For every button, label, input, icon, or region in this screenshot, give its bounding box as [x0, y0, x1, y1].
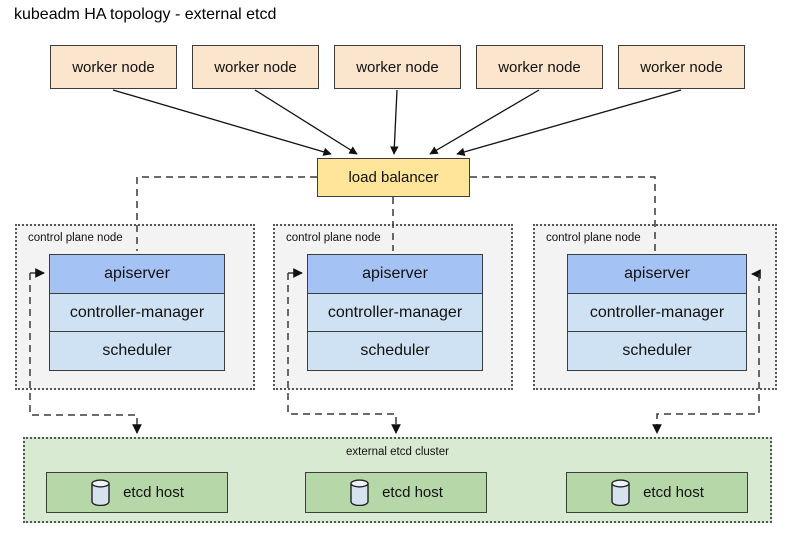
load-balancer-box: load balancer [317, 158, 470, 197]
control-plane-box-1: control plane node apiserver controller-… [15, 224, 255, 390]
worker-node-label: worker node [356, 58, 439, 76]
database-icon [611, 479, 630, 506]
worker-node-label: worker node [498, 58, 581, 76]
scheduler-box: scheduler [49, 331, 225, 371]
worker-node-box-1: worker node [50, 45, 177, 89]
controller-manager-box: controller-manager [567, 292, 747, 333]
controller-manager-box: controller-manager [49, 292, 225, 333]
scheduler-box: scheduler [307, 331, 483, 371]
scheduler-box: scheduler [567, 331, 747, 371]
control-plane-label: control plane node [286, 232, 381, 244]
database-icon [91, 479, 110, 506]
controller-manager-box: controller-manager [307, 292, 483, 333]
etcd-host-label: etcd host [123, 484, 184, 501]
control-plane-stack: apiserver controller-manager scheduler [49, 254, 225, 371]
etcd-host-label: etcd host [382, 484, 443, 501]
worker-node-box-3: worker node [334, 45, 461, 89]
page-title: kubeadm HA topology - external etcd [14, 6, 277, 23]
worker-to-lb-arrows [112, 89, 682, 156]
worker-node-label: worker node [214, 58, 297, 76]
etcd-cluster-label: external etcd cluster [346, 446, 449, 458]
etcd-host-box-3: etcd host [566, 472, 748, 513]
control-plane-stack: apiserver controller-manager scheduler [307, 254, 483, 371]
worker-node-box-4: worker node [476, 45, 603, 89]
etcd-host-box-2: etcd host [305, 472, 487, 513]
worker-node-box-5: worker node [618, 45, 745, 89]
database-icon [350, 479, 369, 506]
etcd-host-label: etcd host [643, 484, 704, 501]
control-plane-box-3: control plane node apiserver controller-… [533, 224, 777, 390]
control-plane-box-2: control plane node apiserver controller-… [273, 224, 513, 390]
worker-node-box-2: worker node [192, 45, 319, 89]
control-plane-label: control plane node [28, 232, 123, 244]
control-plane-stack: apiserver controller-manager scheduler [567, 254, 747, 371]
control-plane-label: control plane node [546, 232, 641, 244]
etcd-host-box-1: etcd host [46, 472, 228, 513]
apiserver-box: apiserver [567, 254, 747, 294]
worker-node-label: worker node [72, 58, 155, 76]
worker-node-label: worker node [640, 58, 723, 76]
load-balancer-label: load balancer [348, 169, 439, 186]
apiserver-box: apiserver [307, 254, 483, 294]
apiserver-box: apiserver [49, 254, 225, 294]
